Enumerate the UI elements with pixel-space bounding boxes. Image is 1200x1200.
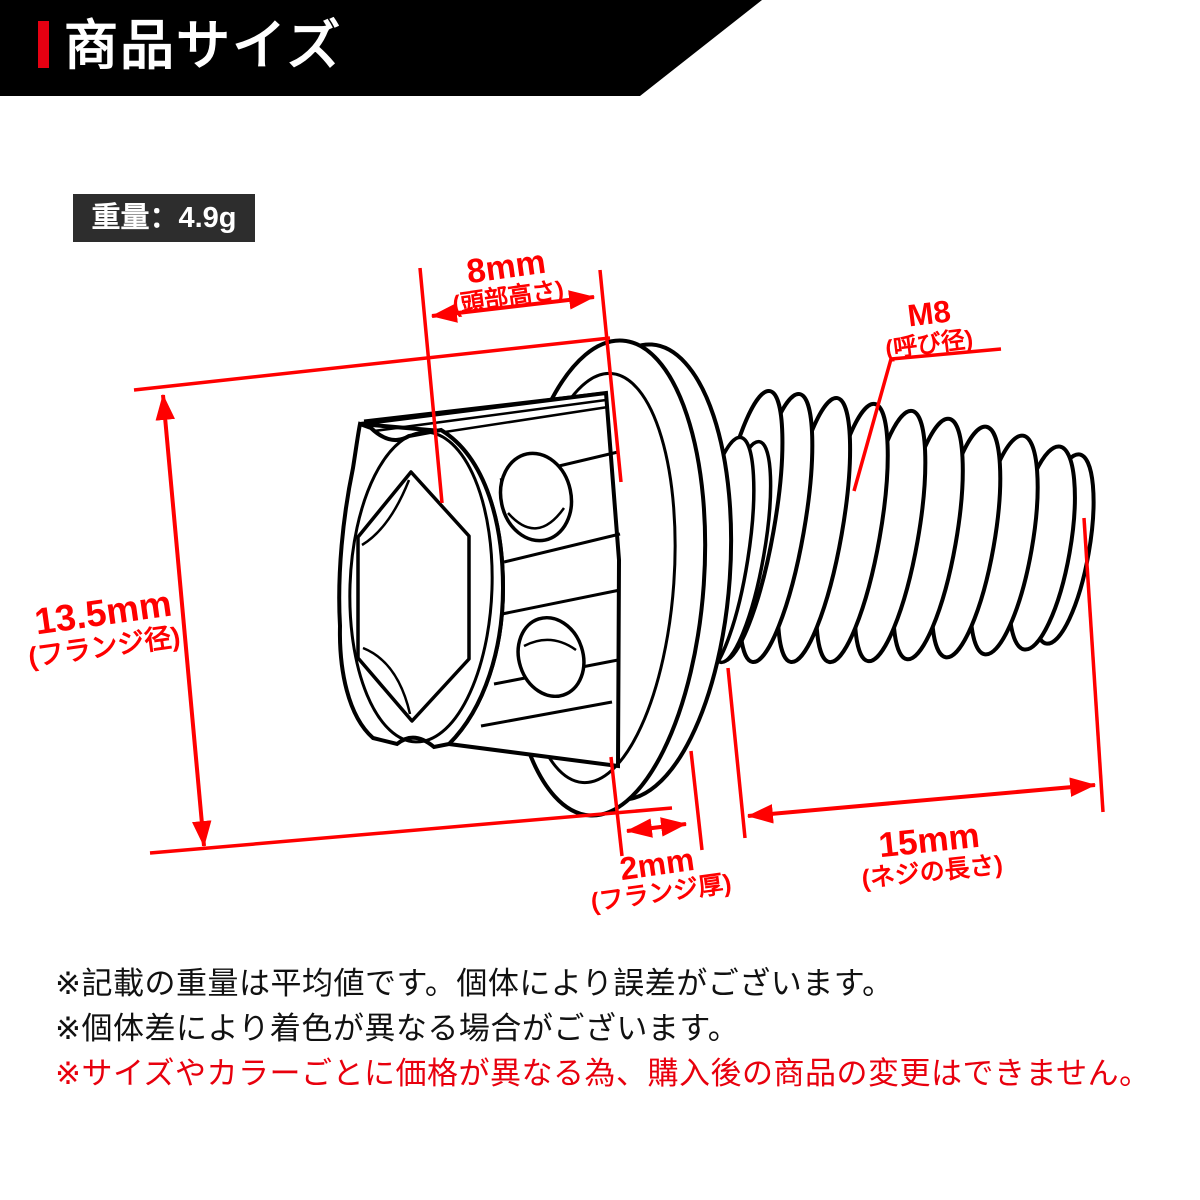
hex-head (337, 390, 622, 769)
bolt-illustration (337, 338, 1096, 818)
svg-text:(呼び径): (呼び径) (884, 326, 975, 364)
weight-badge: 重量：4.9g (73, 194, 255, 242)
note-color-variance: ※個体差により着色が異なる場合がございます。 (55, 1011, 740, 1046)
note-weight-average: ※記載の重量は平均値です。個体により誤差がございます。 (55, 966, 894, 1001)
drilled-hole-top (498, 451, 574, 543)
drilled-hole-bottom (516, 615, 586, 699)
dimension-flange-thickness: 2mm (フランジ厚) (589, 750, 733, 917)
hex-socket (356, 470, 471, 723)
svg-text:M8: M8 (906, 294, 953, 334)
section-banner: 商品サイズ (0, 0, 762, 96)
page-title: 商品サイズ (64, 16, 343, 76)
note-no-change-after-purchase: ※サイズやカラーごとに価格が異なる為、購入後の商品の変更はできません。 (55, 1056, 1151, 1091)
red-accent-bar (38, 21, 49, 68)
